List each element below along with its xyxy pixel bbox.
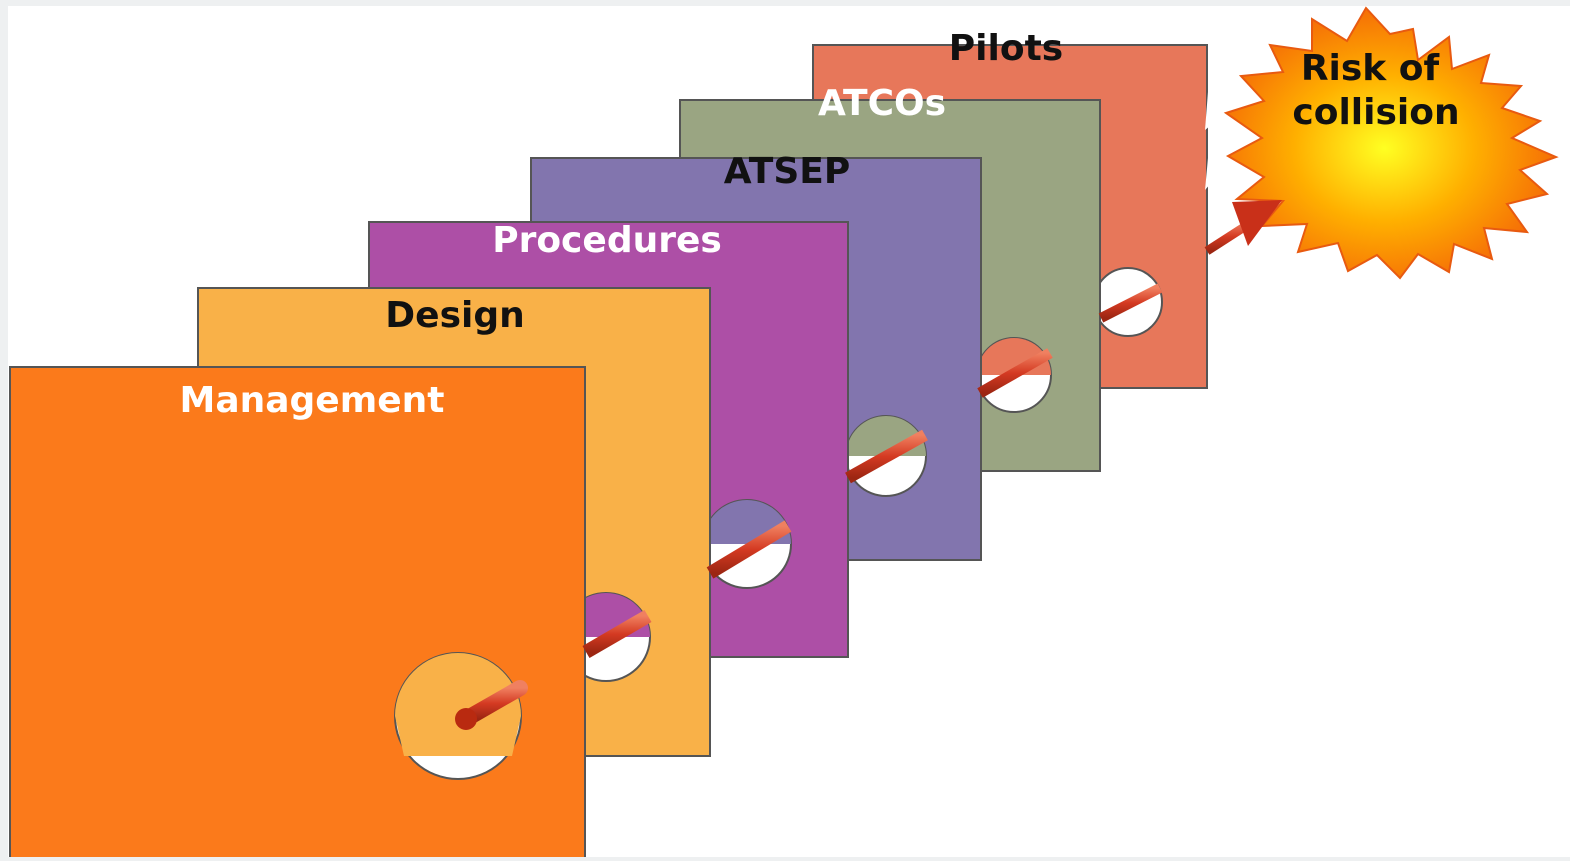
risk-burst: Risk of collision	[1223, 6, 1559, 280]
trajectory-tail	[455, 708, 477, 730]
trajectory-segment	[1098, 283, 1163, 323]
trajectory-segment	[845, 429, 928, 484]
layer-label-procedures: Procedures	[492, 220, 722, 261]
arrowhead-icon	[1232, 200, 1282, 246]
hole-background-view	[395, 653, 521, 756]
layer-panel	[9, 366, 586, 860]
panel-edge-notch	[1205, 158, 1214, 190]
starburst-icon	[1223, 6, 1559, 280]
layer-label-pilots: Pilots	[949, 28, 1063, 69]
layer-label-atsep: ATSEP	[724, 151, 851, 192]
risk-label-line2: collision	[1292, 92, 1459, 133]
risk-label-line1: Risk of	[1301, 48, 1440, 89]
layer-label-management: Management	[180, 380, 445, 421]
layer-management: Management	[9, 366, 586, 860]
hazard-trajectory	[455, 200, 1282, 730]
layer-label-design: Design	[385, 295, 524, 336]
trajectory-segment	[582, 609, 652, 659]
layer-label-atcos: ATCOs	[818, 83, 946, 124]
trajectory-segment	[706, 520, 792, 579]
trajectory-segment	[977, 348, 1053, 398]
panel-edge-notch	[1205, 92, 1215, 130]
